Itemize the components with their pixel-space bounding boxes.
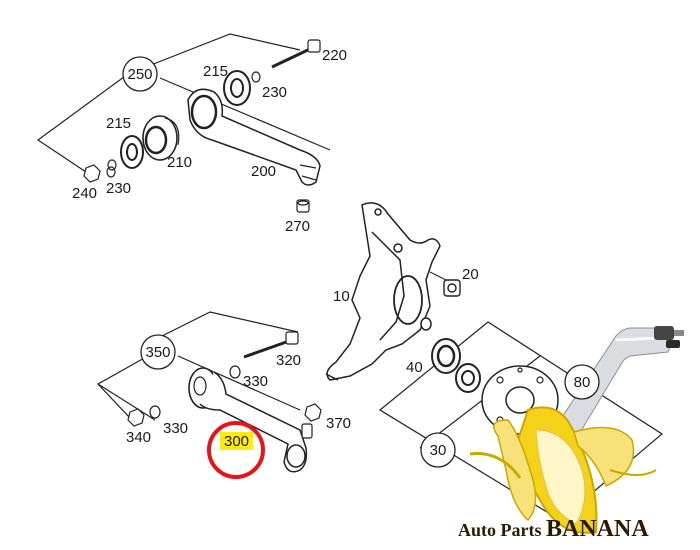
control-arm-200-drawing — [187, 88, 321, 186]
part-label-340: 340 — [126, 429, 151, 446]
part-marker-80: 80 — [564, 364, 600, 400]
brand-name-part-a: Auto Parts — [458, 520, 546, 540]
washer-230-left-drawing — [106, 166, 116, 178]
part-label-330-left: 330 — [163, 420, 188, 437]
bearing-drawing — [455, 363, 481, 393]
part-label-30: 30 — [430, 442, 447, 459]
seal-40-drawing — [431, 338, 461, 374]
group-label-350: 350 — [145, 344, 170, 361]
brand-name-part-b: BANANA — [546, 516, 649, 542]
highlight-marker — [220, 432, 253, 450]
highlight-part-300: 300 — [207, 421, 265, 479]
part-label-215-left: 215 — [106, 115, 131, 132]
nut-370-drawing — [304, 403, 322, 422]
banana-logo — [469, 406, 657, 534]
knuckle-10-drawing — [325, 202, 441, 381]
lower-arm-300-drawing — [188, 367, 313, 473]
part-label-80: 80 — [574, 374, 591, 391]
lower-assembly — [97, 311, 322, 473]
part-marker-30: 30 — [420, 432, 456, 468]
nut-340-drawing — [127, 408, 145, 427]
group-marker-250: 250 — [122, 56, 158, 92]
aftermarket-arm-photo — [559, 326, 684, 437]
part-label-40: 40 — [406, 359, 423, 376]
group-marker-350: 350 — [140, 334, 176, 370]
part-label-240: 240 — [72, 185, 97, 202]
part-label-220: 220 — [322, 47, 347, 64]
bushing-210-drawing — [142, 115, 180, 161]
washer-330-left-drawing — [149, 405, 161, 419]
part-label-215-top: 215 — [203, 63, 228, 80]
brand-name: Auto Parts BANANA — [458, 516, 649, 542]
nut-270-drawing — [296, 199, 310, 213]
upper-assembly — [36, 33, 331, 213]
washer-20-drawing — [429, 271, 461, 297]
washer-330-top-drawing — [229, 365, 241, 379]
part-label-230-top: 230 — [262, 84, 287, 101]
group-label-250: 250 — [127, 66, 152, 83]
part-label-300: 300 — [224, 433, 249, 450]
part-label-230-left: 230 — [106, 180, 131, 197]
part-label-200: 200 — [251, 163, 276, 180]
part-label-10: 10 — [333, 288, 350, 305]
part-label-20: 20 — [462, 266, 479, 283]
bolt-220-drawing — [271, 39, 321, 69]
highlight-circle — [207, 421, 265, 479]
part-label-320: 320 — [276, 352, 301, 369]
bushing-215-left-drawing — [107, 135, 144, 171]
nut-240-drawing — [83, 164, 101, 183]
part-label-330-top: 330 — [243, 373, 268, 390]
bolt-320-drawing — [243, 331, 299, 359]
part-label-370: 370 — [326, 415, 351, 432]
part-label-210: 210 — [167, 154, 192, 171]
bushing-215-top-drawing — [223, 70, 261, 106]
part-label-270: 270 — [285, 218, 310, 235]
